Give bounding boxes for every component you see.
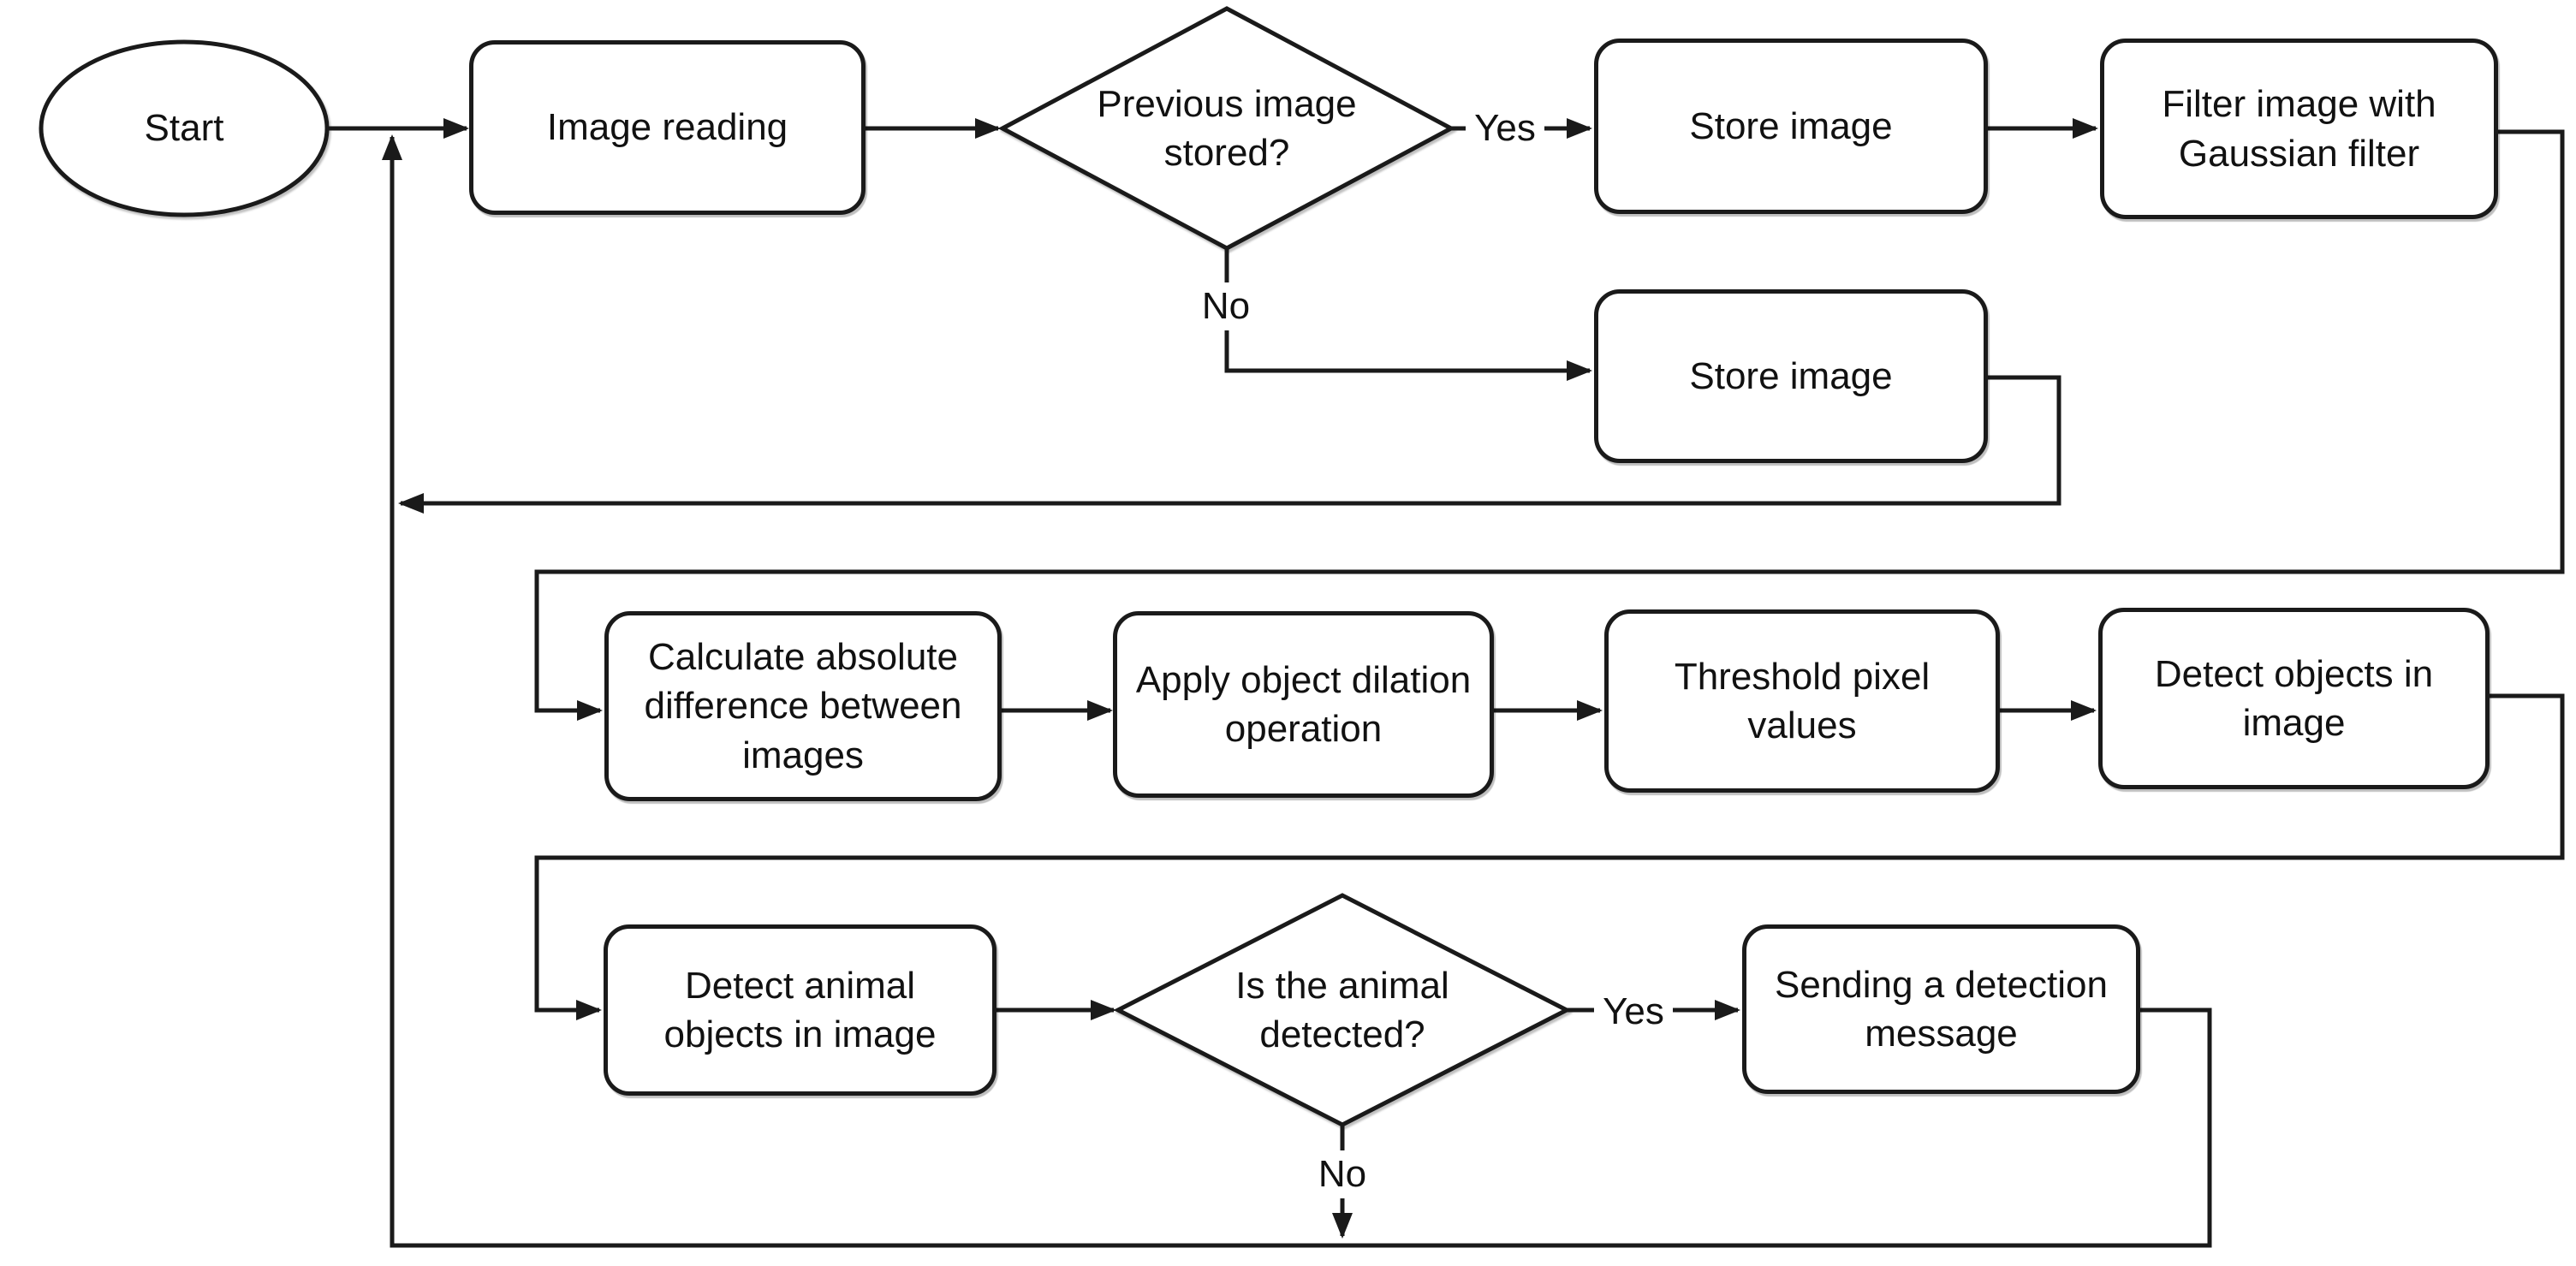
decision-previous-image-stored — [997, 6, 1456, 251]
node-store-image-yes: Store image — [1594, 39, 1988, 214]
node-detect-objects-label: Detect objects in image — [2154, 652, 2434, 744]
edge-send-message-return-to-start-line — [382, 134, 2212, 1248]
start-ellipse — [39, 39, 330, 217]
node-image-reading: Image reading — [469, 40, 866, 215]
node-apply-dilation-label: Apply object dilation operation — [1135, 658, 1472, 750]
edge-detect-objects-to-detect-animal-loop — [534, 693, 2565, 1020]
edge-label-yes-previous-stored: Yes — [1466, 104, 1544, 152]
node-apply-dilation: Apply object dilation operation — [1113, 611, 1494, 798]
node-send-detection-message: Sending a detection message — [1742, 924, 2140, 1094]
node-calculate-abs-difference-label: Calculate absolute difference between im… — [644, 636, 962, 776]
node-send-detection-message-label: Sending a detection message — [1775, 963, 2108, 1055]
node-store-image-yes-label: Store image — [1689, 104, 1893, 147]
edge-store-image-no-to-left-junction — [398, 375, 2061, 514]
node-detect-animal-objects-label: Detect animal objects in image — [663, 964, 937, 1055]
node-store-image-no-label: Store image — [1689, 354, 1893, 397]
edge-label-no-animal-detected: No — [1303, 1150, 1382, 1198]
node-filter-gaussian: Filter image with Gaussian filter — [2100, 39, 2498, 219]
node-detect-animal-objects: Detect animal objects in image — [604, 924, 996, 1096]
edge-filter-to-calculate-loop — [534, 129, 2565, 721]
node-filter-gaussian-label: Filter image with Gaussian filter — [2162, 83, 2436, 175]
edge-label-no-previous-stored: No — [1187, 282, 1265, 330]
node-calculate-abs-difference: Calculate absolute difference between im… — [604, 611, 1002, 801]
decision-is-animal-detected — [1113, 893, 1572, 1127]
node-image-reading-label: Image reading — [546, 106, 788, 149]
node-store-image-no: Store image — [1594, 289, 1988, 463]
edge-decision-no-to-store-image — [1224, 248, 1592, 381]
node-detect-objects: Detect objects in image — [2098, 608, 2490, 789]
node-threshold-pixel-values-label: Threshold pixel values — [1674, 655, 1931, 746]
node-threshold-pixel-values: Threshold pixel values — [1604, 609, 2000, 793]
edge-label-yes-animal-detected: Yes — [1594, 988, 1673, 1036]
